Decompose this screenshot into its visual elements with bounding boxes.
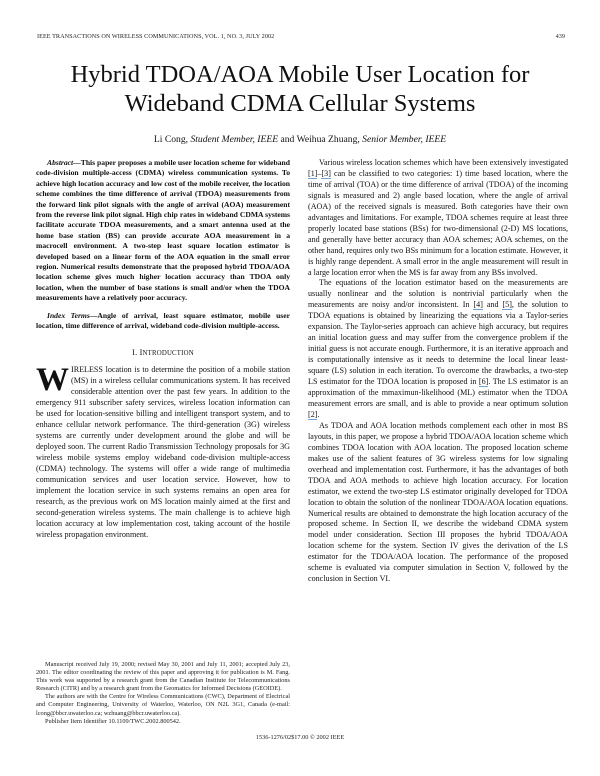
index-terms-text: —Angle of arrival, least square estimato… <box>36 310 290 331</box>
left-column: Abstract—This paper proposes a mobile us… <box>36 158 290 541</box>
author-conjunction: and <box>280 134 295 145</box>
running-head: IEEE TRANSACTIONS ON WIRELESS COMMUNICAT… <box>37 33 565 40</box>
footnote: Manuscript received July 19, 2000; revis… <box>36 661 290 726</box>
author-line: Li Cong, Student Member, IEEE and Weihua… <box>0 134 600 145</box>
text-run: can be classified to two categories: 1) … <box>308 168 568 277</box>
author-2-role: Senior Member, IEEE <box>362 134 447 145</box>
citation-link[interactable]: [1] <box>308 168 318 179</box>
abstract-text: —This paper proposes a mobile user locat… <box>36 158 290 303</box>
footnote-affiliation: The authors are with the Centre for Wire… <box>36 693 290 717</box>
text-run: The equations of the location estimator … <box>308 278 568 310</box>
page-number: 439 <box>555 33 565 40</box>
title-line-1: Hybrid TDOA/AOA Mobile User Location for <box>70 61 530 88</box>
text-run: . The LS estimator is an approximation o… <box>308 377 568 408</box>
section-number: I. <box>132 347 138 357</box>
right-paragraph-2: The equations of the location estimator … <box>308 278 568 420</box>
journal-name: IEEE TRANSACTIONS ON WIRELESS COMMUNICAT… <box>37 33 275 40</box>
abstract: Abstract—This paper proposes a mobile us… <box>36 158 290 304</box>
text-run: – <box>317 168 322 178</box>
citation-link[interactable]: [2] <box>308 409 318 420</box>
author-2: Weihua Zhuang, <box>296 134 360 145</box>
text-run: , the solution to TDOA equations is obta… <box>308 300 568 387</box>
index-terms-label: Index Terms <box>47 310 90 320</box>
section-title-rest: NTRODUCTION <box>142 349 194 357</box>
right-paragraph-3: As TDOA and AOA location methods complem… <box>308 420 568 584</box>
paper-title: Hybrid TDOA/AOA Mobile User Location for… <box>0 60 600 118</box>
intro-paragraph-1-text: IRELESS location is to determine the pos… <box>36 365 290 539</box>
footnote-manuscript: Manuscript received July 19, 2000; revis… <box>36 661 290 693</box>
copyright-line: 1536-1276/02$17.00 © 2002 IEEE <box>255 734 345 741</box>
author-1: Li Cong, <box>153 134 189 145</box>
abstract-label: Abstract <box>47 158 74 167</box>
section-heading-introduction: I. INTRODUCTION <box>36 348 290 360</box>
citation-link[interactable]: [4] <box>473 300 483 311</box>
text-run: and <box>482 300 503 310</box>
text-run: . <box>317 409 320 419</box>
citation-link[interactable]: [6] <box>478 377 489 388</box>
drop-cap: W <box>36 362 69 399</box>
right-column: Various wireless location schemes which … <box>308 158 568 585</box>
author-1-role: Student Member, IEEE <box>190 134 279 145</box>
right-paragraph-1: Various wireless location schemes which … <box>308 158 568 278</box>
text-run: Various wireless location schemes which … <box>319 158 568 167</box>
citation-link[interactable]: [3] <box>321 168 331 179</box>
footnote-publisher-id: Publisher Item Identifier 10.1109/TWC.20… <box>45 717 181 725</box>
title-line-2: Wideband CDMA Cellular Systems <box>124 90 476 117</box>
section-title-initial: I <box>139 347 143 357</box>
citation-link[interactable]: [5] <box>502 300 512 311</box>
index-terms: Index Terms—Angle of arrival, least squa… <box>36 311 290 332</box>
